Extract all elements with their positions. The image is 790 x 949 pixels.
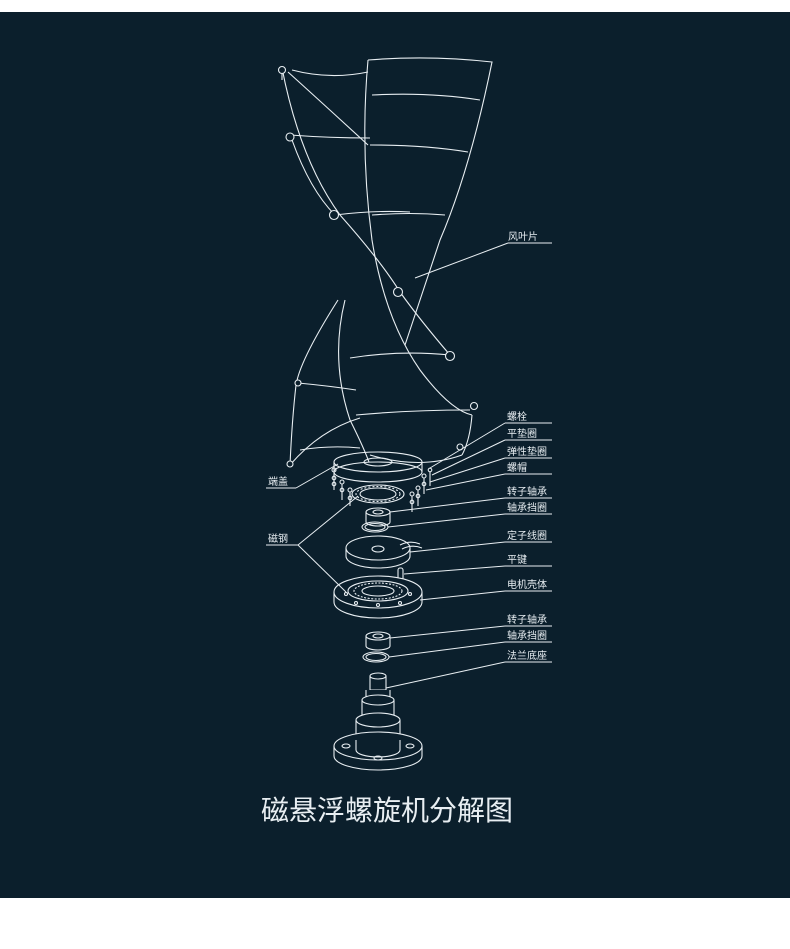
helical-blade [277,57,493,468]
label-bolt: 螺栓 [507,410,527,423]
diagram-caption: 磁悬浮螺旋机分解图 [261,794,513,827]
label-nut: 螺帽 [507,461,527,474]
flange-base-part [333,672,423,771]
retaining-ring-bottom-part [362,651,390,663]
bolts-part [331,467,433,512]
label-spring-washer: 弹性垫圈 [507,445,547,458]
rotor-bearing-bottom-part [365,631,391,651]
label-rotor-bearing-bottom: 转子轴承 [507,613,547,626]
label-motor-housing: 电机壳体 [507,578,547,591]
label-flange-base: 法兰底座 [507,649,547,662]
label-retaining-ring-top: 轴承挡圈 [507,501,547,514]
label-retaining-ring-bottom: 轴承挡圈 [507,629,547,642]
stator-coil-part [345,535,423,569]
label-flat-key: 平键 [507,553,527,566]
leader-lines [266,242,552,689]
label-end-cap: 端盖 [268,475,288,488]
magnet-ring-top [351,484,405,504]
label-flat-washer: 平垫圈 [507,427,537,440]
retaining-ring-top-part [361,521,389,533]
end-cap-part [333,451,423,483]
label-magnet: 磁钢 [268,532,288,545]
label-rotor-bearing-top: 转子轴承 [507,485,547,498]
label-blade: 风叶片 [508,230,538,243]
label-stator-coil: 定子线圈 [507,529,547,542]
motor-housing-part [333,575,423,619]
